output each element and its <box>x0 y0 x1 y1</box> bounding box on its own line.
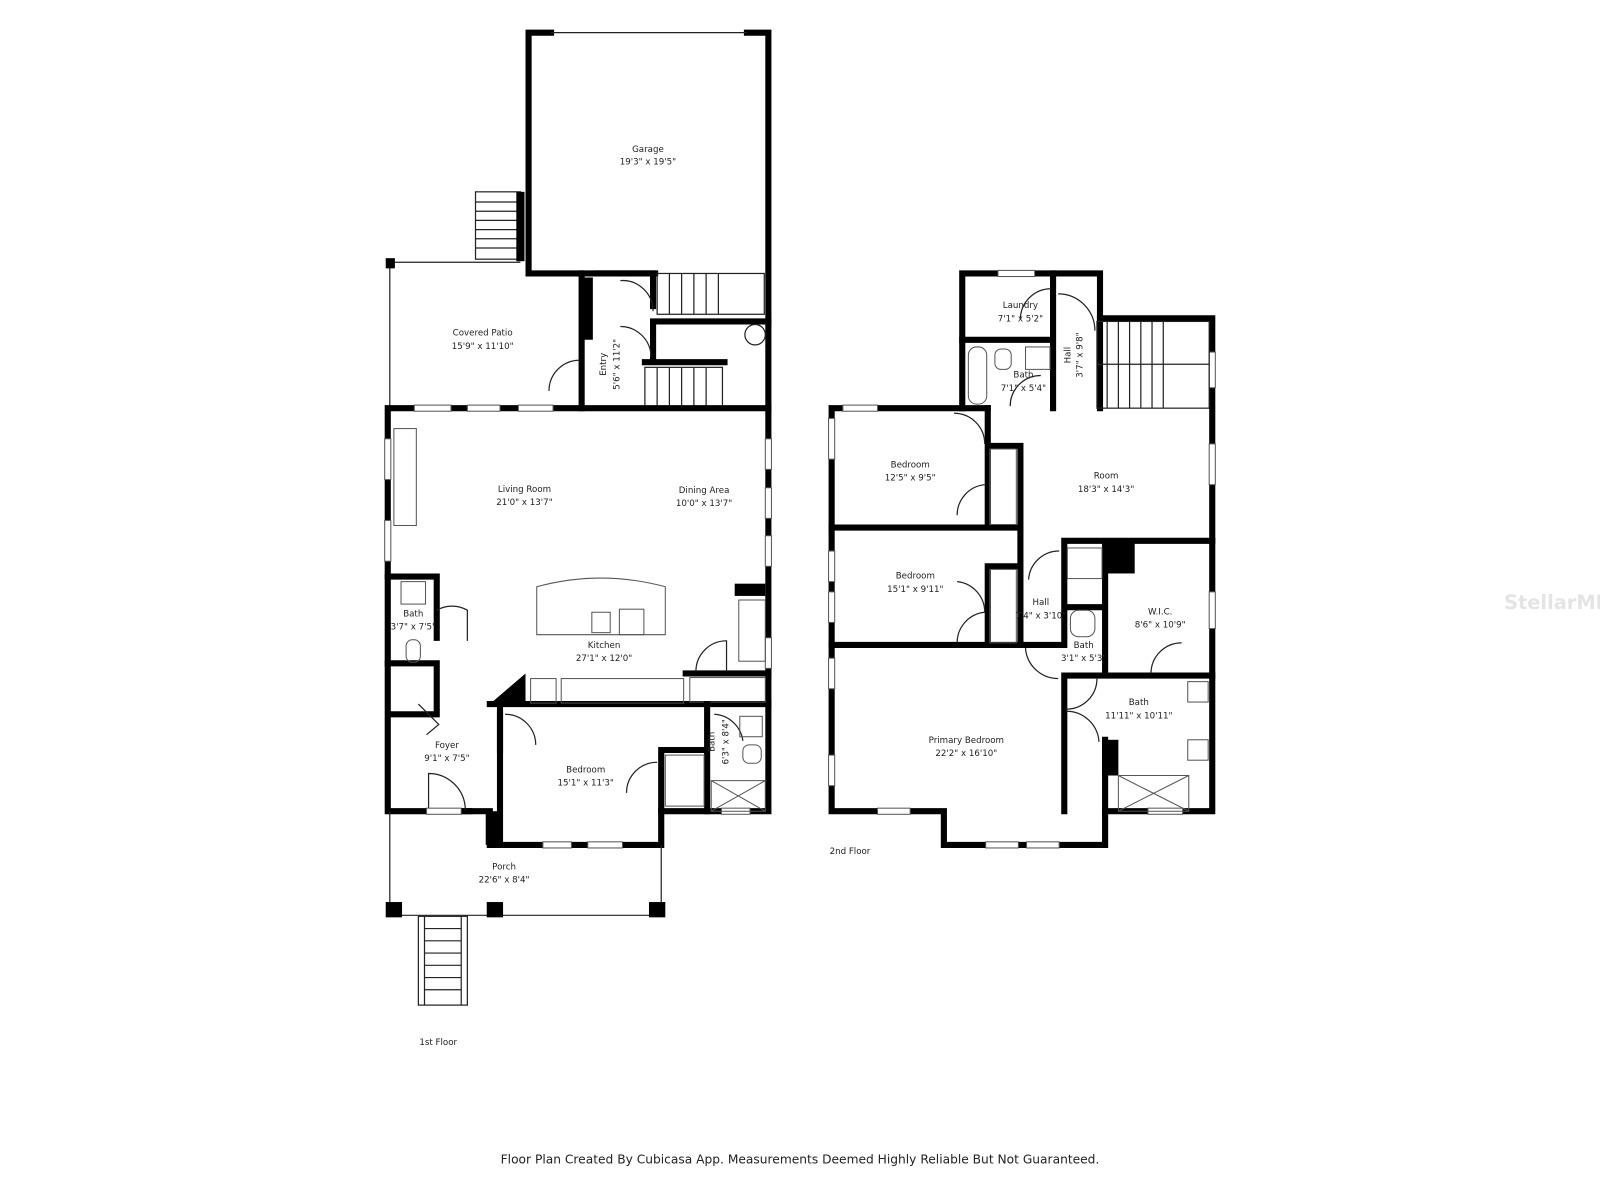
room-dims-kitchen: 27'1" x 12'0" <box>576 654 632 664</box>
room-name-hall: Hall <box>1063 347 1073 364</box>
room-dims-room: 18'3" x 14'3" <box>1078 485 1134 495</box>
room-name-dining-area: Dining Area <box>679 486 730 496</box>
second-floor-plan <box>828 269 1216 849</box>
floor-label-2nd: 2nd Floor <box>830 847 871 857</box>
room-dims-dining-area: 10'0" x 13'7" <box>676 499 732 509</box>
room-dims-bedroom: 15'1" x 11'3" <box>558 779 614 789</box>
room-name-entry: Entry <box>599 353 609 376</box>
room-name-covered-patio: Covered Patio <box>453 329 513 339</box>
room-name-bath-small: Bath <box>1074 641 1094 651</box>
room-dims-wic: 8'6" x 10'9" <box>1135 621 1186 631</box>
room-name-laundry: Laundry <box>1003 301 1038 311</box>
room-dims-garage: 19'3" x 19'5" <box>620 157 676 167</box>
room-name-hall-2: Hall <box>1033 598 1050 608</box>
room-dims-bedroom-2: 15'1" x 9'11" <box>887 585 943 595</box>
room-dims-covered-patio: 15'9" x 11'10" <box>452 342 514 352</box>
room-name-living-room: Living Room <box>498 485 551 495</box>
room-dims-hall: 3'7" x 9'8" <box>1076 332 1086 377</box>
room-dims-hall-2: 7'4" x 3'10" <box>1015 611 1066 621</box>
room-name-porch: Porch <box>492 862 516 872</box>
room-dims-foyer: 9'1" x 7'5" <box>424 754 469 764</box>
room-name-bedroom-2: Bedroom <box>896 572 935 582</box>
second-floor-labels: Laundry 7'1" x 5'2" Bath 7'1" x 5'4" Hal… <box>830 301 1186 857</box>
first-floor-labels: Garage 19'3" x 19'5" Covered Patio 15'9"… <box>391 145 733 1048</box>
room-dims-living-room: 21'0" x 13'7" <box>496 498 552 508</box>
room-name-foyer: Foyer <box>435 741 459 751</box>
first-floor-plan <box>384 29 772 1006</box>
room-name-kitchen: Kitchen <box>588 641 621 651</box>
room-name-bath-2: Bath <box>707 732 717 752</box>
room-dims-laundry: 7'1" x 5'2" <box>998 314 1043 324</box>
room-name-room: Room <box>1094 472 1119 482</box>
room-name-primary-bath: Bath <box>1129 698 1149 708</box>
room-dims-bath: 3'7" x 7'5" <box>391 623 436 633</box>
room-name-wic: W.I.C. <box>1148 607 1172 617</box>
room-dims-primary-bath: 11'11" x 10'11" <box>1105 711 1172 721</box>
room-dims-entry: 5'6" x 11'2" <box>612 339 622 390</box>
room-dims-bath-2: 6'3" x 8'4" <box>722 719 732 764</box>
room-name-bath-upper: Bath <box>1013 371 1033 381</box>
watermark: StellarMLS <box>1504 591 1600 614</box>
footer-disclaimer: Floor Plan Created By Cubicasa App. Meas… <box>501 1152 1100 1166</box>
floor-label-1st: 1st Floor <box>419 1038 457 1048</box>
room-dims-bath-upper: 7'1" x 5'4" <box>1001 384 1046 394</box>
room-name-bath: Bath <box>403 609 423 619</box>
room-name-primary-bedroom: Primary Bedroom <box>929 736 1004 746</box>
room-dims-bedroom-1: 12'5" x 9'5" <box>885 474 936 484</box>
room-dims-bath-small: 3'1" x 5'3" <box>1061 654 1106 664</box>
room-name-bedroom-1: Bedroom <box>891 460 930 470</box>
room-name-garage: Garage <box>632 145 664 155</box>
room-name-bedroom: Bedroom <box>566 765 605 775</box>
room-dims-porch: 22'6" x 8'4" <box>479 876 530 886</box>
room-dims-primary-bedroom: 22'2" x 16'10" <box>935 749 997 759</box>
